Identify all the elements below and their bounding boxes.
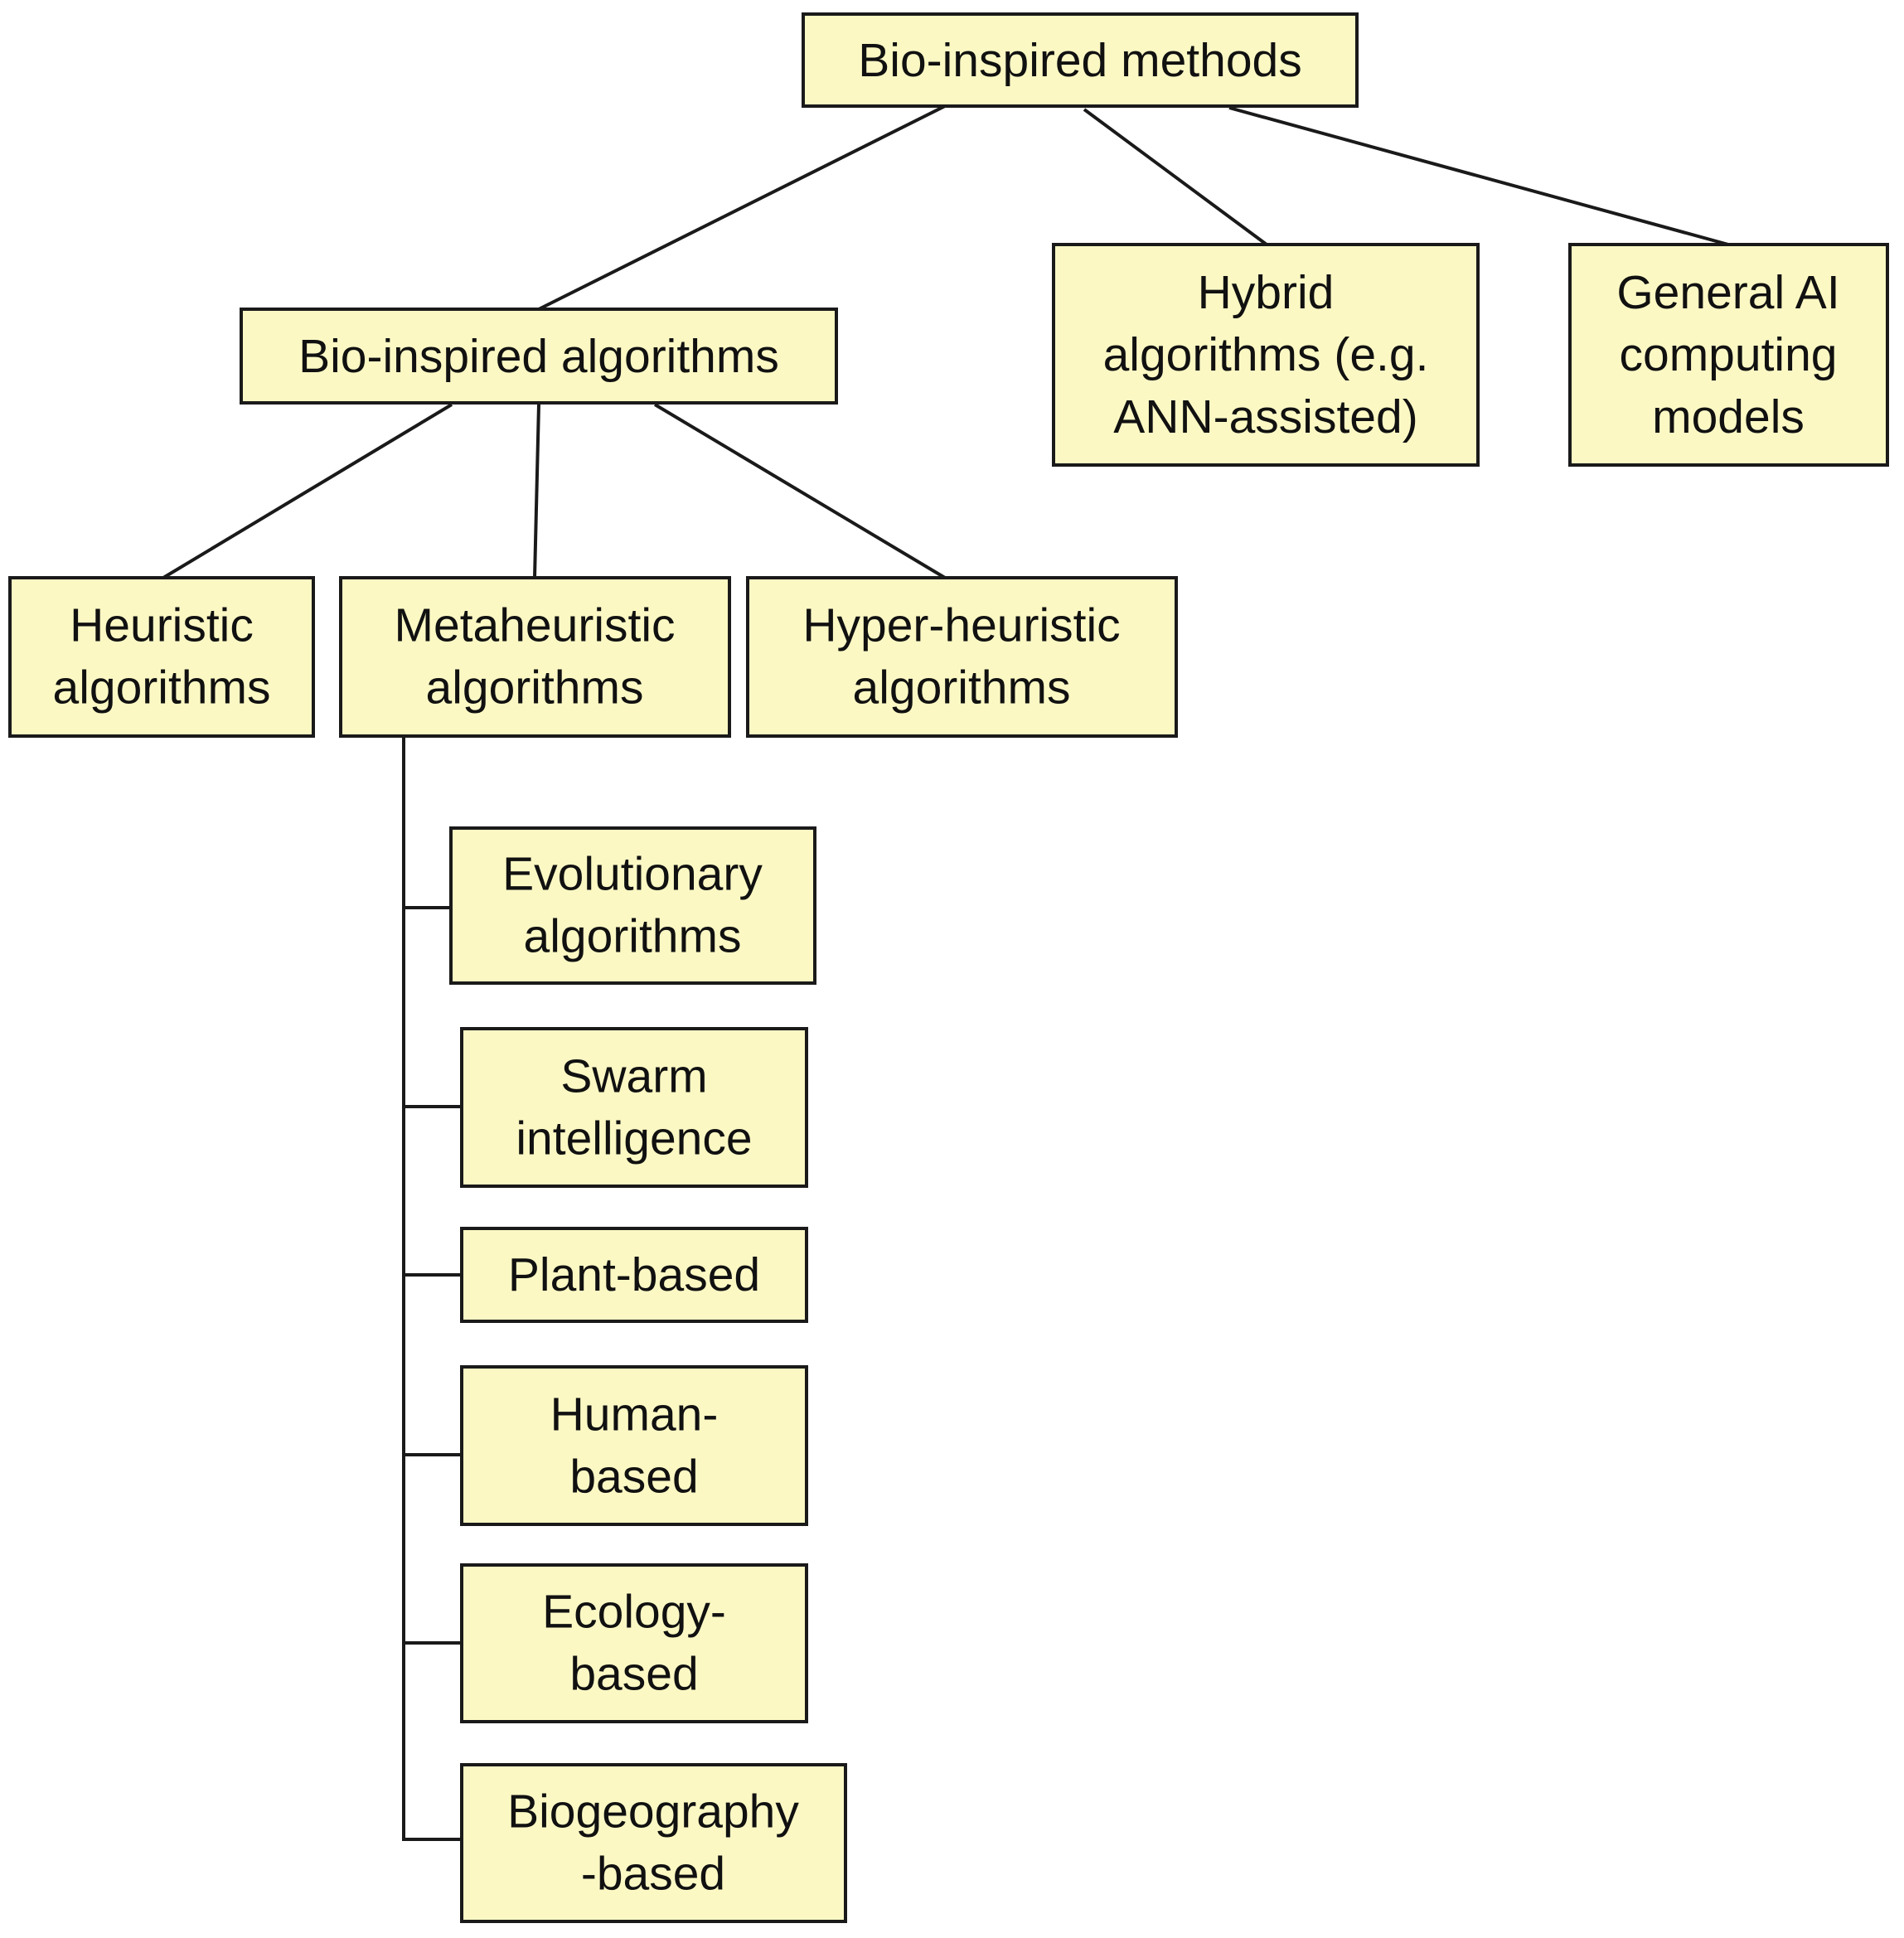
node-label: Bio-inspired algorithms	[298, 330, 779, 383]
node-label-line: Swarm	[560, 1050, 707, 1103]
node-label: General AI computing models	[1616, 266, 1839, 443]
node-biogeography-based: Biogeography -based	[460, 1763, 847, 1923]
node-label-line: algorithms	[53, 661, 271, 715]
node-label-line: computing	[1620, 328, 1838, 381]
node-label: Swarm intelligence	[516, 1050, 752, 1165]
node-label-line: -based	[581, 1848, 725, 1901]
node-label-line: Hyper-heuristic	[802, 599, 1120, 652]
node-metaheuristic-algorithms: Metaheuristic algorithms	[339, 576, 731, 738]
node-evolutionary-algorithms: Evolutionary algorithms	[449, 826, 816, 985]
node-hyper-heuristic-algorithms: Hyper-heuristic algorithms	[746, 576, 1178, 738]
node-swarm-intelligence: Swarm intelligence	[460, 1027, 808, 1188]
node-label-line: Ecology-	[542, 1586, 726, 1639]
edge-bio-to-hyper-heuristic	[653, 403, 947, 579]
edge-root-to-general-ai	[1228, 106, 1729, 246]
node-label-line: Hybrid	[1198, 266, 1335, 319]
node-label-line: based	[569, 1451, 698, 1504]
node-label-line: Biogeography	[507, 1785, 799, 1839]
node-bio-inspired-algorithms: Bio-inspired algorithms	[240, 308, 838, 405]
node-heuristic-algorithms: Heuristic algorithms	[8, 576, 315, 738]
node-label: Metaheuristic algorithms	[395, 599, 676, 715]
node-label-line: Heuristic	[70, 599, 254, 652]
node-hybrid-algorithms: Hybrid algorithms (e.g. ANN-assisted)	[1052, 243, 1480, 467]
node-general-ai-models: General AI computing models	[1568, 243, 1889, 467]
node-label-line: based	[569, 1648, 698, 1701]
node-label: Human-based	[550, 1388, 719, 1504]
node-label: Hyper-heuristic algorithms	[802, 599, 1120, 715]
node-label-line: algorithms	[524, 910, 742, 963]
node-label: Heuristic algorithms	[53, 599, 271, 715]
node-bio-inspired-methods: Bio-inspired methods	[802, 12, 1359, 108]
node-human-based: Human-based	[460, 1365, 808, 1526]
node-label-line: algorithms	[426, 661, 644, 715]
node-label: Ecology-based	[542, 1586, 726, 1701]
node-label-line: intelligence	[516, 1112, 752, 1165]
edge-root-to-bio-algorithms	[538, 104, 946, 311]
node-label-line: Metaheuristic	[395, 599, 676, 652]
edge-bio-to-metaheuristic	[533, 404, 540, 579]
node-label: Hybrid algorithms (e.g. ANN-assisted)	[1103, 266, 1429, 443]
node-label-line: Bio-inspired methods	[858, 34, 1301, 87]
node-label-line: algorithms	[853, 661, 1071, 715]
node-label-line: algorithms (e.g.	[1103, 328, 1429, 381]
node-label: Biogeography -based	[507, 1785, 799, 1901]
node-label-line: models	[1652, 390, 1805, 443]
edge-root-to-hybrid	[1083, 108, 1268, 246]
node-label: Plant-based	[508, 1248, 760, 1301]
node-label-line: Evolutionary	[502, 848, 763, 901]
node-label-line: General AI	[1616, 266, 1839, 319]
node-label: Bio-inspired methods	[858, 34, 1301, 87]
node-label-line: Bio-inspired algorithms	[298, 330, 779, 383]
node-label-line: ANN-assisted)	[1113, 390, 1417, 443]
node-label: Evolutionary algorithms	[502, 848, 763, 963]
node-ecology-based: Ecology-based	[460, 1563, 808, 1723]
node-plant-based: Plant-based	[460, 1227, 808, 1323]
node-label-line: Human-	[550, 1388, 719, 1441]
edge-bio-to-heuristic	[162, 403, 453, 579]
node-label-line: Plant-based	[508, 1248, 760, 1301]
